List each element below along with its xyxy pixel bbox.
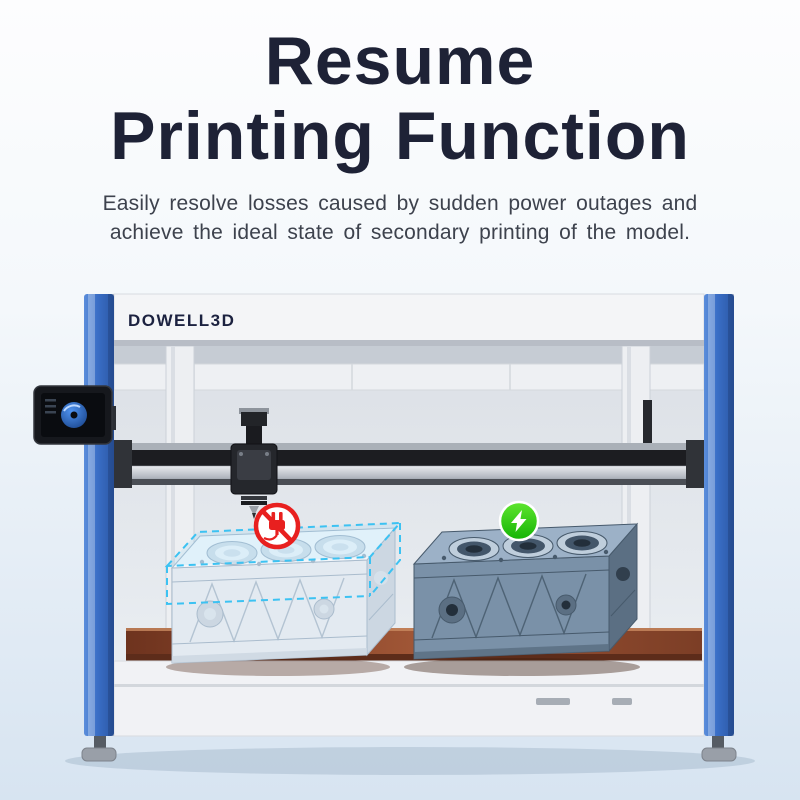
title-line-1: Resume bbox=[264, 23, 536, 99]
frame-column-right bbox=[704, 294, 734, 736]
print-head bbox=[230, 408, 278, 519]
solid-block-shadow bbox=[404, 658, 640, 676]
subtitle: Easily resolve losses caused by sudden p… bbox=[55, 190, 745, 248]
floor-shadow bbox=[65, 747, 755, 775]
power-icon bbox=[498, 500, 540, 542]
gantry-rail bbox=[113, 440, 705, 488]
subtitle-line-1: Easily resolve losses caused by sudden p… bbox=[102, 191, 698, 215]
title-line-2: Printing Function bbox=[110, 97, 690, 174]
engine-block-solid bbox=[413, 523, 638, 660]
brand-logo: DOWELL3D bbox=[128, 311, 235, 330]
ghost-block-shadow bbox=[166, 658, 390, 676]
frame-column-left bbox=[84, 294, 114, 736]
printer-foot-right bbox=[701, 736, 737, 762]
touchscreen bbox=[33, 385, 116, 445]
printer-foot-left bbox=[81, 736, 117, 762]
printer-illustration: DOWELL3D bbox=[33, 293, 755, 775]
hero-header: Resume Printing Function Easily resolve … bbox=[0, 24, 800, 248]
subtitle-line-2: achieve the ideal state of secondary pri… bbox=[109, 220, 691, 244]
no-power-icon bbox=[253, 502, 301, 550]
top-beam: DOWELL3D bbox=[113, 293, 705, 346]
bottom-beam bbox=[113, 660, 705, 737]
page-title: Resume Printing Function bbox=[0, 24, 800, 174]
